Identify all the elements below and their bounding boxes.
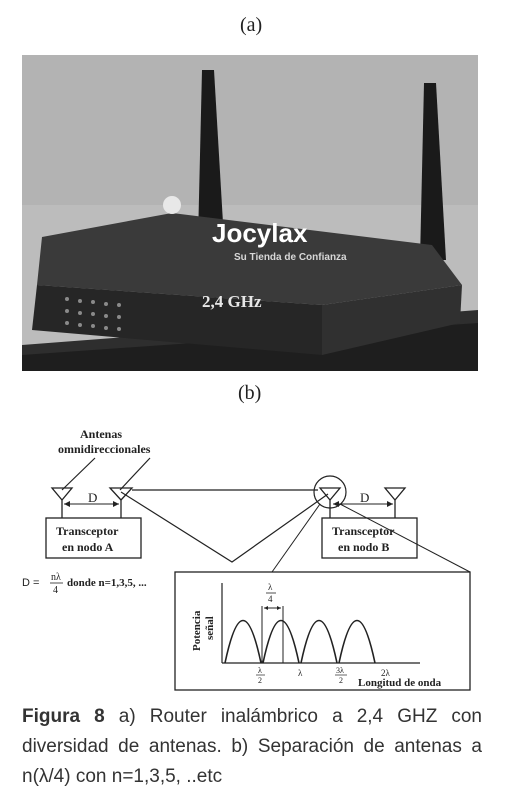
caption-text: a) Router inalámbrico a 2,4 GHZ con dive…	[22, 706, 482, 787]
lambda4-den: 4	[268, 594, 273, 604]
svg-text:donde n=1,3,5, ...: donde n=1,3,5, ...	[67, 577, 147, 589]
antenna-a1	[50, 487, 74, 518]
node-b-line1: Transceptor	[332, 524, 395, 538]
panel-b-label: (b)	[238, 382, 262, 404]
d-right: D	[360, 490, 369, 505]
antenna-b2	[383, 487, 407, 518]
ray-reflected	[120, 491, 329, 563]
lambda4-num: λ	[268, 582, 273, 592]
left-antenna	[198, 70, 224, 240]
spacing-formula: D = nλ 4 donde n=1,3,5, ...	[22, 572, 147, 596]
panel-a-label: (a)	[240, 14, 263, 36]
antenna-b1	[318, 487, 342, 518]
node-a-line1: Transceptor	[56, 524, 119, 538]
tick-lambda: λ	[298, 668, 303, 678]
right-antenna	[420, 83, 446, 260]
signal-lobes	[224, 619, 376, 664]
tick-half-lambda-den: 2	[258, 676, 262, 685]
antenas-label-2: omnidireccionales	[58, 442, 151, 456]
antenas-label-1: Antenas	[80, 427, 122, 441]
ylabel-potencia: Potencia	[191, 610, 203, 651]
xlabel: Longitud de onda	[358, 677, 442, 689]
freq-badge: 2,4 GHz	[202, 292, 262, 311]
antenna-a2	[108, 487, 134, 518]
node-b-line2: en nodo B	[338, 540, 389, 554]
figure-caption: Figura 8 a) Router inalámbrico a 2,4 GHZ…	[22, 702, 482, 792]
tick-3half-lambda-num: 3λ	[336, 666, 344, 675]
router-photo: Jocylax Su Tienda de Confianza 2,4 GHz	[22, 55, 478, 371]
antenna-diagram: Antenas omnidireccionales D Transceptor …	[22, 427, 471, 691]
tick-3half-lambda-den: 2	[339, 676, 343, 685]
svg-text:D =: D =	[22, 577, 39, 589]
router-front	[32, 285, 322, 355]
router-knob	[163, 196, 181, 214]
watermark-slogan: Su Tienda de Confianza	[234, 252, 347, 263]
svg-text:nλ: nλ	[51, 572, 61, 583]
watermark-brand: Jocylax	[212, 218, 308, 248]
node-a-line2: en nodo A	[62, 540, 114, 554]
d-left: D	[88, 490, 97, 505]
router-leds	[65, 297, 121, 331]
signal-graph-box	[174, 571, 471, 691]
tick-2lambda: 2λ	[381, 668, 391, 678]
ylabel-senal: señal	[204, 616, 216, 640]
router-side	[322, 285, 462, 355]
tick-half-lambda-num: λ	[258, 666, 262, 675]
node-b-box	[321, 517, 418, 559]
node-a-box	[45, 517, 142, 559]
router-top	[37, 213, 462, 305]
figure-label: Figura 8	[22, 706, 105, 727]
svg-text:4: 4	[53, 585, 58, 596]
